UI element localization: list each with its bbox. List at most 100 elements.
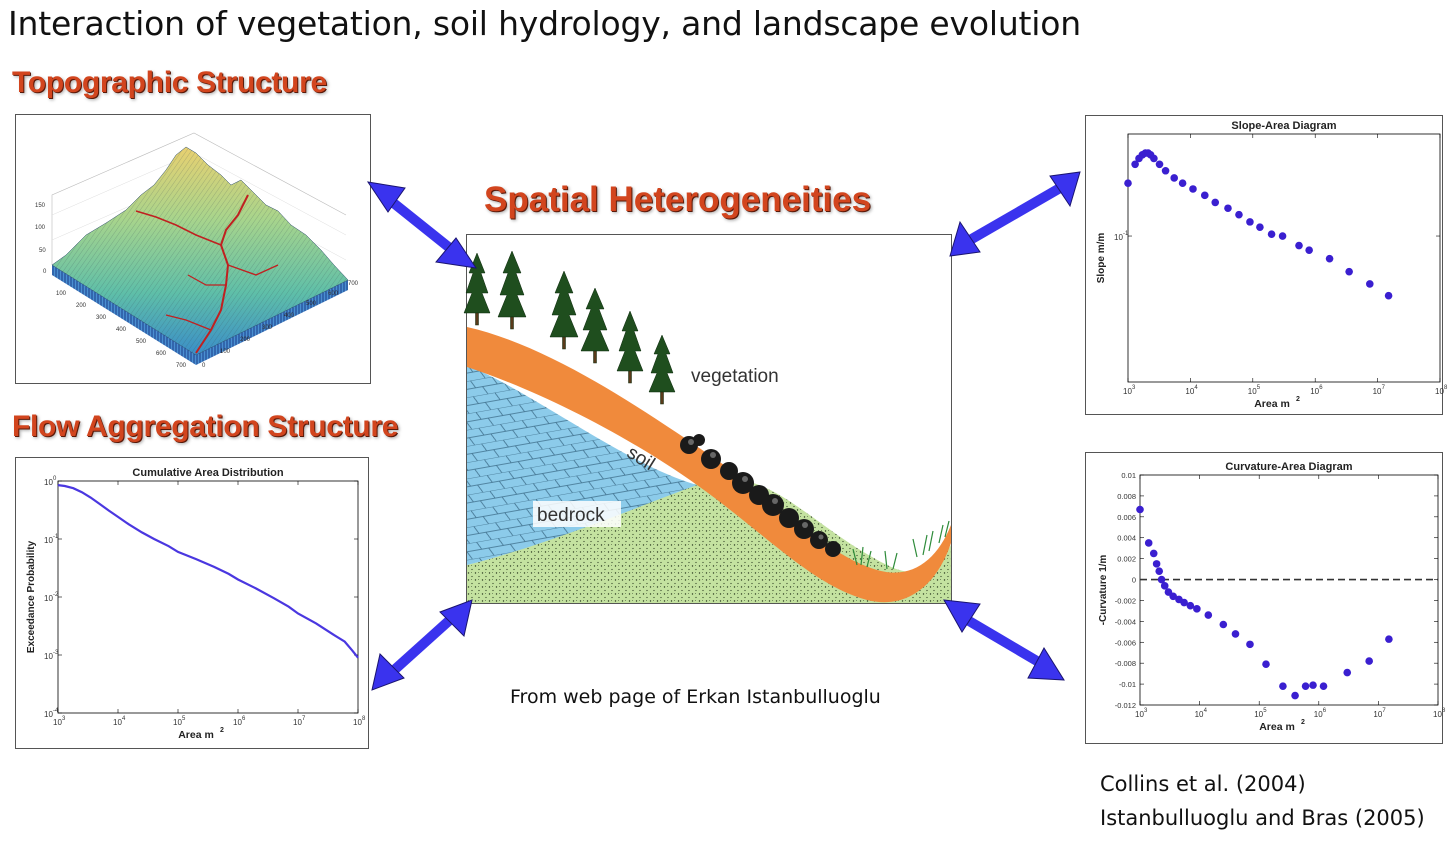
y-tick-label: 0.002: [1117, 555, 1136, 564]
y-tick-exponent: -1: [53, 534, 59, 540]
shrub-highlights: [688, 439, 824, 540]
y-tick-label: 300: [262, 325, 273, 331]
conifer-trees: [463, 250, 676, 405]
data-point: [1204, 611, 1213, 619]
plot-area: [57, 480, 359, 714]
x-tick-exponent: 3: [1132, 385, 1136, 391]
data-point: [1136, 505, 1144, 514]
tributary-channel: [165, 314, 212, 331]
y-tick-label: 100: [220, 349, 231, 355]
x-axis-label: Area m: [178, 729, 214, 741]
x-tick-label: 10: [113, 718, 122, 727]
y-tick-label: 10: [1114, 233, 1123, 242]
x-tick-exponent: 6: [1323, 708, 1327, 714]
z-tick-label: 100: [35, 225, 46, 231]
terrain-right-wall: [196, 280, 348, 365]
data-point: [1200, 191, 1209, 200]
data-point: [1149, 549, 1158, 558]
chart-title: Cumulative Area Distribution: [132, 467, 283, 479]
z-tick-label: 150: [35, 203, 46, 209]
y-tick-label: 500: [306, 301, 317, 307]
x-tick-label: 10: [1373, 387, 1382, 396]
data-point: [1169, 592, 1177, 601]
data-point: [1155, 160, 1164, 169]
y-tick-label: -0.01: [1119, 680, 1136, 689]
data-point: [1131, 160, 1139, 169]
data-point: [1345, 267, 1353, 276]
data-point: [1365, 657, 1373, 665]
x-tick-label: 700: [176, 363, 187, 369]
source-caption: From web page of Erkan Istanbulluoglu: [510, 686, 881, 708]
hillslope-diagram-panel: vegetation soil bedrock: [463, 234, 952, 604]
data-point: [1279, 682, 1287, 690]
spatial-heterogeneities-heading: Spatial Heterogeneities: [484, 180, 872, 219]
double-arrow-flow: [371, 599, 473, 691]
data-point: [1305, 246, 1313, 254]
y-tick-label: 0.004: [1117, 534, 1136, 543]
flow-aggregation-heading: Flow Aggregation Structure: [12, 410, 399, 443]
data-point: [1246, 640, 1254, 649]
tributary-channel: [135, 210, 222, 246]
y-tick-label: 600: [328, 291, 339, 297]
x-tick-exponent: 4: [1194, 385, 1198, 391]
y-tick-label: 0.01: [1121, 471, 1136, 480]
x-tick-label: 10: [353, 718, 362, 727]
x-tick-label: 500: [136, 339, 147, 345]
x-tick-label: 400: [116, 327, 127, 333]
bedrock-label-bg: [533, 501, 621, 527]
x-tick-label: 10: [1373, 710, 1382, 719]
data-point: [1219, 620, 1228, 629]
y-tick-label: 10: [44, 536, 53, 545]
y-tick-label: -0.006: [1115, 638, 1136, 647]
x-tick-exponent: 8: [362, 716, 366, 722]
data-point: [1366, 280, 1374, 288]
x-tick-label: 10: [1254, 710, 1263, 719]
data-point: [1309, 681, 1317, 689]
topographic-structure-heading: Topographic Structure: [12, 66, 327, 99]
x-tick-label: 10: [293, 718, 302, 727]
chart-title: Curvature-Area Diagram: [1225, 461, 1352, 473]
data-point: [1278, 232, 1287, 240]
y-tick-label: 10: [44, 652, 53, 661]
x-tick-exponent: 5: [182, 716, 186, 722]
x-tick-exponent: 5: [1263, 708, 1267, 714]
x-tick-label: 300: [96, 315, 107, 321]
y-tick-label: 0: [202, 363, 206, 369]
terrain-3d-plot: 150 100 50 0 100 200 300 400 500 600 700…: [35, 132, 359, 369]
y-tick-exponent: -3: [53, 650, 59, 656]
data-point: [1256, 223, 1264, 231]
shrubs: [680, 434, 841, 557]
x-tick-label: 10: [233, 718, 242, 727]
y-tick-label: 0: [1132, 576, 1136, 585]
vegetation-label: vegetation: [691, 366, 779, 387]
x-tick-exponent: 5: [1257, 385, 1261, 391]
x-tick-exponent: 6: [1319, 385, 1323, 391]
data-point: [1161, 166, 1170, 175]
y-tick-label: 400: [284, 313, 295, 319]
data-point: [1186, 601, 1195, 610]
axes-frame: [51, 132, 347, 265]
x-tick-label: 10: [1195, 710, 1204, 719]
data-point: [1319, 682, 1328, 690]
y-tick-label: -0.002: [1115, 596, 1136, 605]
data-point: [1160, 582, 1169, 590]
x-tick-label: 10: [1314, 710, 1323, 719]
data-point: [1124, 179, 1132, 188]
x-tick-exponent: 4: [1204, 708, 1208, 714]
x-tick-exponent: 4: [122, 716, 126, 722]
reference-collins: Collins et al. (2004): [1100, 772, 1306, 796]
data-point: [1295, 241, 1303, 250]
y-axis-label: -Curvature 1/m: [1098, 555, 1109, 626]
data-point: [1343, 668, 1352, 677]
x-tick-exponent: 7: [302, 716, 306, 722]
x-tick-exponent: 3: [62, 716, 66, 722]
x-tick-label: 600: [156, 351, 167, 357]
z-tick-label: 0: [43, 269, 47, 275]
data-point: [1170, 174, 1178, 182]
tributary-channel: [227, 264, 279, 276]
chart-title: Slope-Area Diagram: [1231, 120, 1336, 132]
